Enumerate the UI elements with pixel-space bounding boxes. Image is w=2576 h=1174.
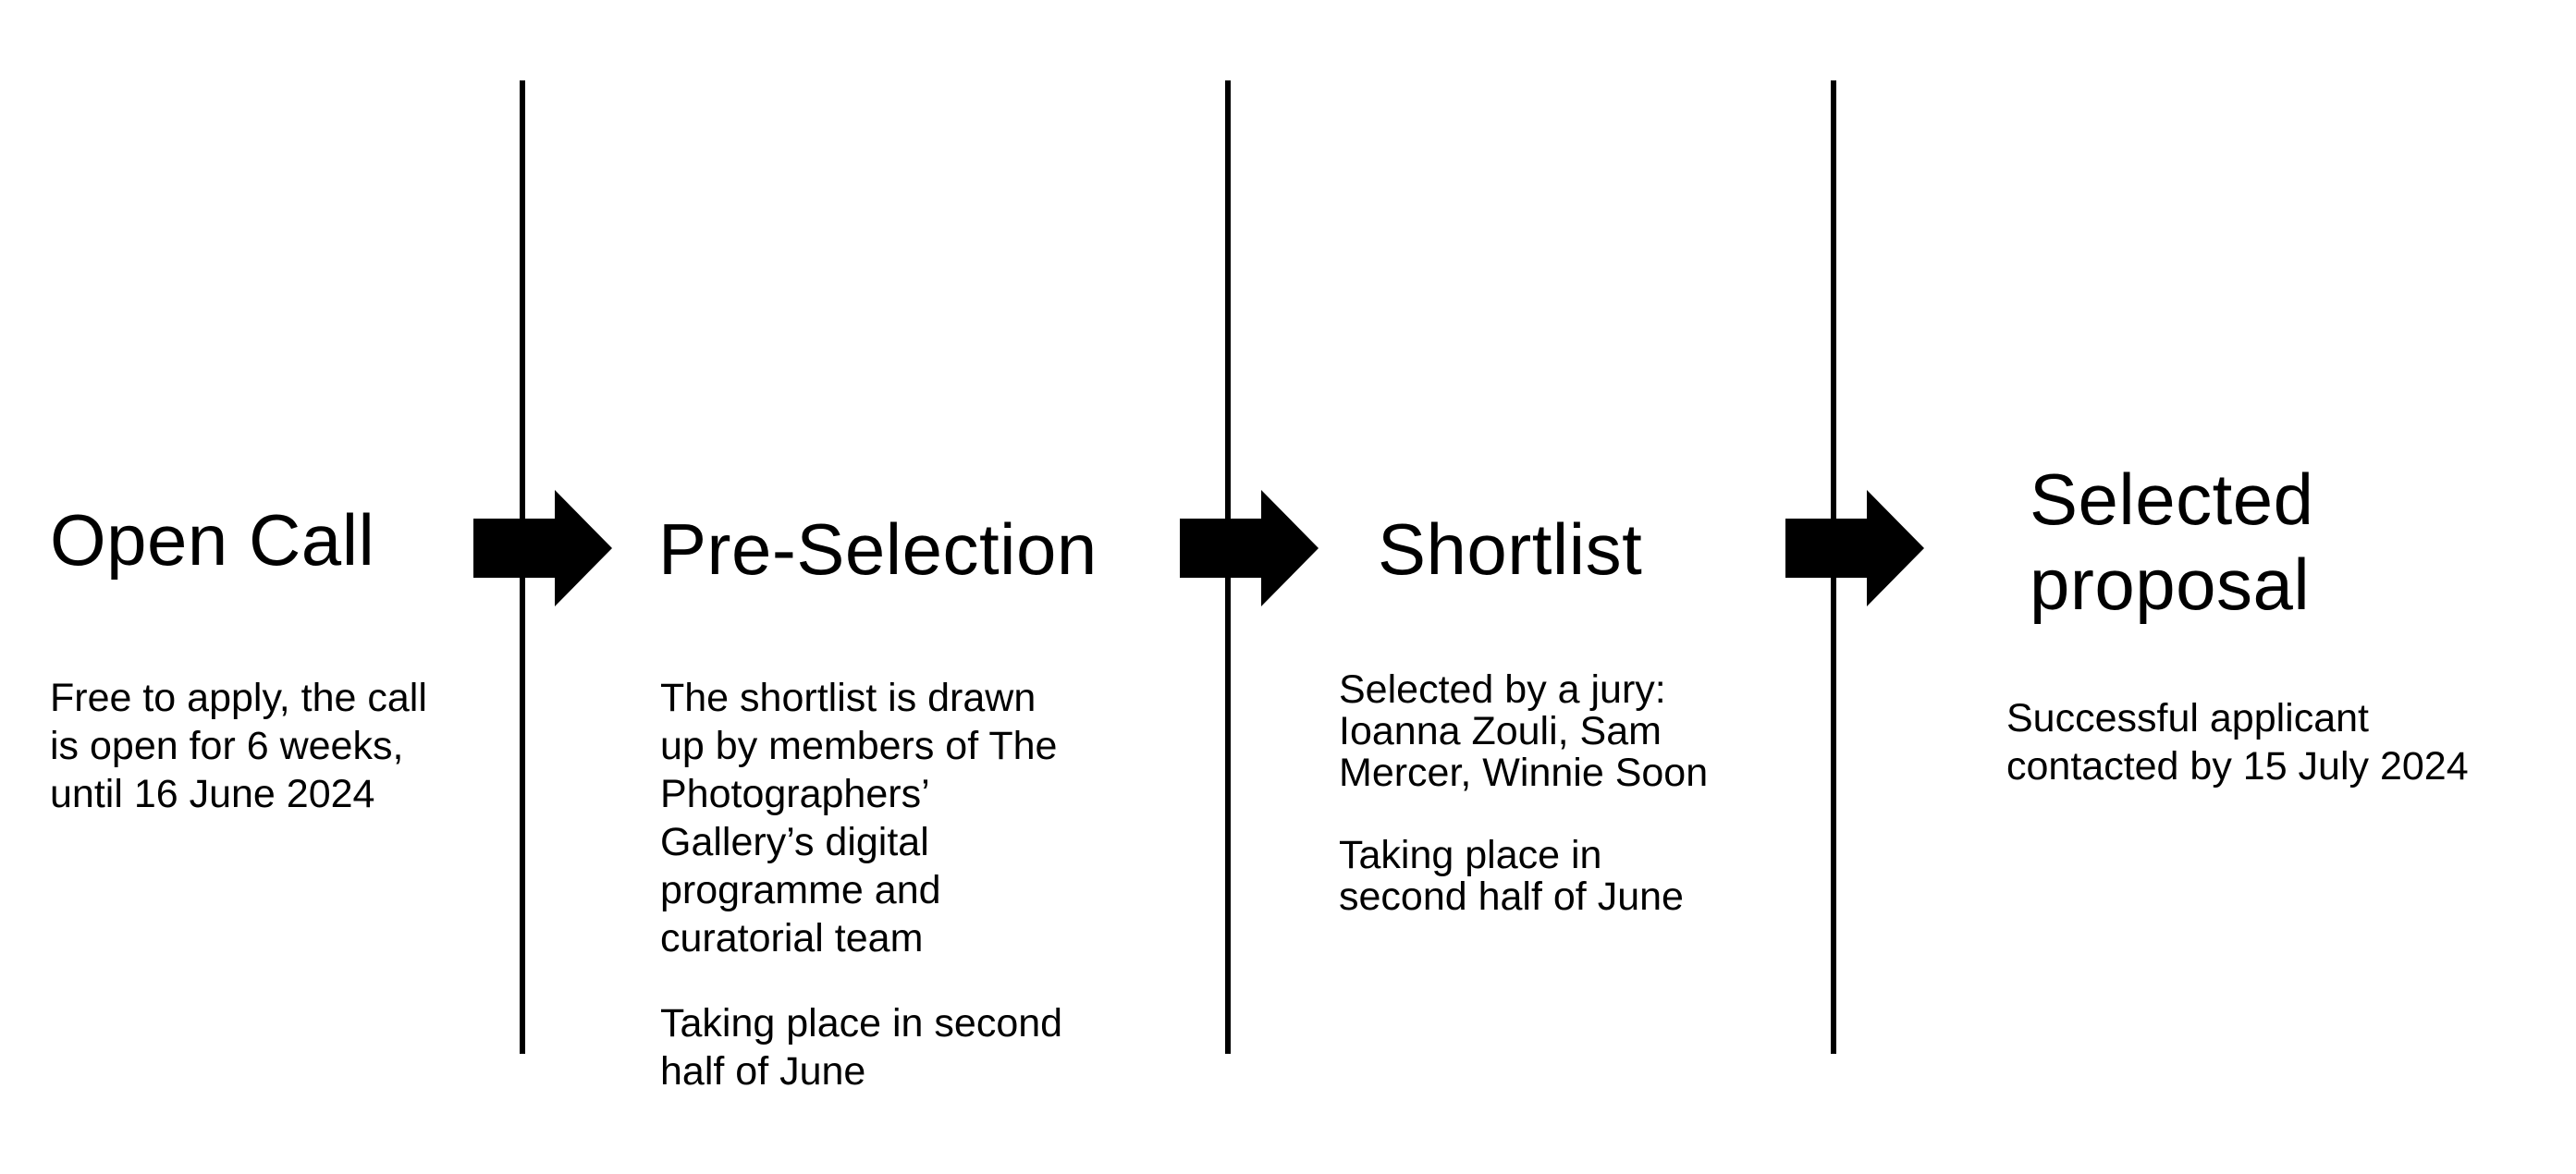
- description-line: contacted by 15 July 2024: [2006, 744, 2469, 789]
- description-line: Mercer, Winnie Soon: [1339, 751, 1709, 795]
- stage-title-shortlist: Shortlist: [1378, 508, 1643, 590]
- description-line: programme and: [660, 868, 941, 912]
- stage-title-selected-proposal: Selected proposal: [2030, 457, 2314, 627]
- timing-line: Taking place in second: [660, 1001, 1063, 1046]
- description-line: curatorial team: [660, 916, 924, 960]
- description-line: Successful applicant: [2006, 696, 2369, 740]
- title-line: proposal: [2030, 544, 2311, 625]
- description-line: up by members of The: [660, 724, 1058, 768]
- timing-line: second half of June: [1339, 874, 1684, 919]
- stage-description-selected-proposal: Successful applicant contacted by 15 Jul…: [2006, 694, 2469, 790]
- description-line: Photographers’: [660, 772, 930, 816]
- description-line: is open for 6 weeks,: [50, 724, 404, 768]
- description-line: until 16 June 2024: [50, 772, 375, 816]
- stage-description-open-call: Free to apply, the call is open for 6 we…: [50, 674, 427, 818]
- description-line: Selected by a jury:: [1339, 667, 1666, 712]
- stage-timing-shortlist: Taking place in second half of June: [1339, 835, 1684, 918]
- stage-description-shortlist: Selected by a jury: Ioanna Zouli, Sam Me…: [1339, 669, 1708, 794]
- right-arrow-icon: [473, 490, 612, 606]
- stage-title-open-call: Open Call: [50, 499, 375, 581]
- stage-timing-pre-selection: Taking place in second half of June: [660, 999, 1062, 1095]
- right-arrow-icon: [1785, 490, 1924, 606]
- description-line: Gallery’s digital: [660, 820, 929, 864]
- right-arrow-icon: [1180, 490, 1319, 606]
- description-line: The shortlist is drawn: [660, 676, 1037, 720]
- timing-line: half of June: [660, 1049, 866, 1094]
- stage-title-pre-selection: Pre-Selection: [658, 508, 1098, 590]
- stage-description-pre-selection: The shortlist is drawn up by members of …: [660, 674, 1057, 962]
- title-line: Selected: [2030, 459, 2314, 540]
- description-line: Free to apply, the call: [50, 676, 427, 720]
- timing-line: Taking place in: [1339, 833, 1602, 877]
- description-line: Ioanna Zouli, Sam: [1339, 709, 1662, 753]
